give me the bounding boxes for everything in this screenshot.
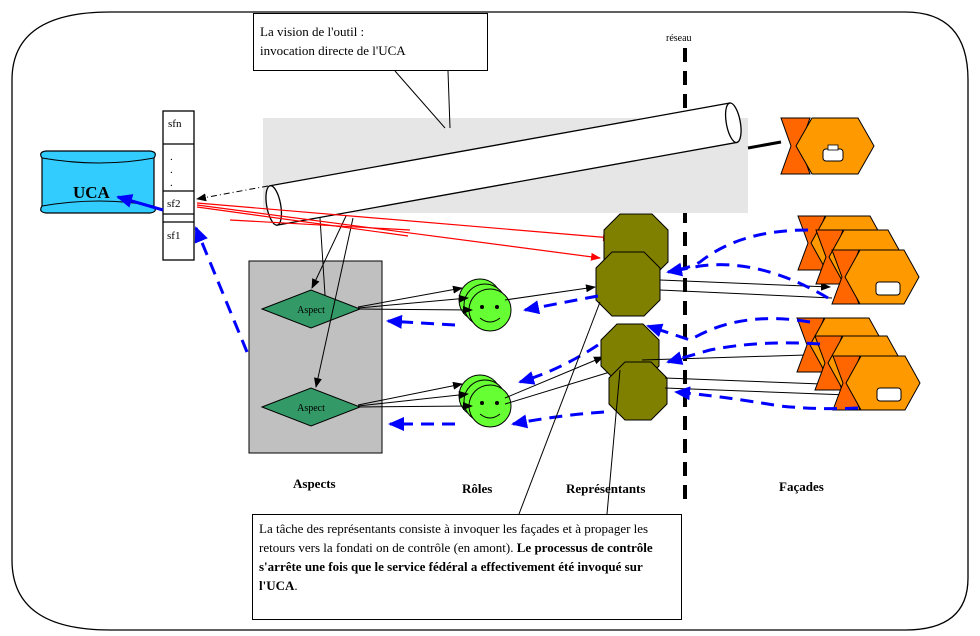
bottom-callout-tail: . <box>294 578 298 593</box>
section-label-facades: Façades <box>779 479 824 494</box>
top-callout-line1: La vision de l'outil : <box>260 24 365 39</box>
top-callout: La vision de l'outil : invocation direct… <box>253 13 488 71</box>
pipe-cylinder <box>265 102 742 226</box>
section-label-roles: Rôles <box>462 481 493 496</box>
bottom-callout: La tâche des représentants consiste à in… <box>252 514 682 620</box>
service-stack: sfn . . . sf2 sf1 <box>162 110 195 261</box>
representant-group-top <box>595 213 669 317</box>
uca-label: UCA <box>73 183 111 202</box>
bottom-callout-plain: La tâche des représentants consiste à in… <box>259 521 649 555</box>
role-faces-top <box>458 278 512 332</box>
facade-group-middle <box>797 215 920 305</box>
stack-sfn: sfn <box>168 118 182 130</box>
section-label-aspects: Aspects <box>293 476 336 491</box>
representant-group-bottom <box>600 323 668 421</box>
svg-text:.: . <box>170 151 173 163</box>
facade-group-bottom <box>796 317 921 411</box>
outer-frame <box>11 11 969 631</box>
stack-sf2: sf2 <box>167 198 180 210</box>
bottom-callout-bold: Le processus de contrôle s'arrête une fo… <box>259 540 653 593</box>
stack-sf1: sf1 <box>167 230 180 242</box>
aspect-bottom-label: Aspect <box>297 403 325 414</box>
section-label-representants: Représentants <box>566 481 646 496</box>
blue-return-arrows <box>116 194 859 431</box>
top-callout-line2: invocation directe de l'UCA <box>260 43 406 58</box>
svg-text:.: . <box>170 177 173 189</box>
facade-top <box>747 117 875 175</box>
network-label: réseau <box>666 33 692 44</box>
aspect-top-label: Aspect <box>297 305 325 316</box>
role-faces-bottom <box>458 374 512 428</box>
svg-text:.: . <box>170 164 173 176</box>
